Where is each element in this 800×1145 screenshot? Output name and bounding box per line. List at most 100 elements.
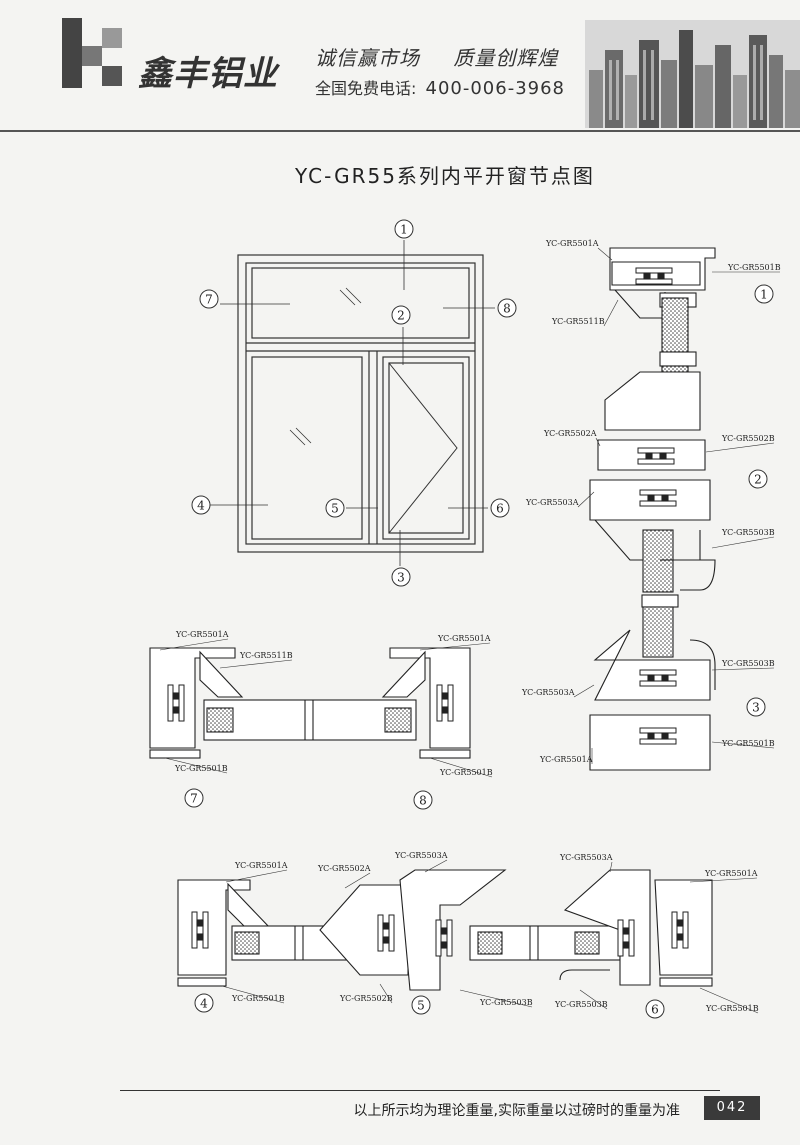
detail-callout-2: 2 (748, 469, 768, 489)
catalog-header: 鑫丰铝业 诚信赢市场 质量创辉煌 全国免费电话: 400-006-3968 (0, 0, 800, 132)
slogan: 诚信赢市场 质量创辉煌 (315, 42, 584, 71)
svg-text:YC-GR5501B: YC-GR5501B (439, 768, 493, 777)
svg-text:YC-GR5501B: YC-GR5501B (705, 1004, 759, 1013)
svg-text:5: 5 (417, 999, 425, 1013)
part-label-d7-5501b: YC-GR5501B (164, 757, 228, 774)
svg-text:YC-GR5501B: YC-GR5501B (174, 764, 228, 773)
part-label-d1-5501a: YC-GR5501A (545, 239, 613, 261)
svg-text:YC-GR5501A: YC-GR5501A (539, 755, 593, 764)
svg-text:2: 2 (397, 309, 405, 323)
svg-text:YC-GR5501A: YC-GR5501A (704, 869, 758, 878)
part-label-d7-5511b: YC-GR5511B (219, 651, 293, 669)
svg-text:YC-GR5503B: YC-GR5503B (554, 1000, 608, 1009)
elevation-callout-1: 1 (394, 219, 414, 239)
hotline-label: 全国免费电话: (315, 79, 417, 98)
section-detail-4-5-6 (177, 869, 713, 991)
svg-text:YC-GR5501B: YC-GR5501B (727, 263, 781, 272)
slogan-part-1: 诚信赢市场 (315, 46, 420, 70)
elevation-callout-7: 7 (199, 289, 219, 309)
svg-text:YC-GR5501B: YC-GR5501B (721, 739, 775, 748)
part-label-d2-5502a: YC-GR5502A (543, 429, 601, 447)
svg-text:YC-GR5501A: YC-GR5501A (175, 630, 229, 639)
part-label-d1-5501b: YC-GR5501B (712, 263, 781, 273)
hotline-number: 400-006-3968 (425, 78, 566, 99)
svg-text:YC-GR5503A: YC-GR5503A (394, 851, 448, 860)
elevation-callout-8: 8 (497, 298, 517, 318)
part-label-d6-5501a: YC-GR5501A (689, 869, 758, 883)
part-label-d8-5501a: YC-GR5501A (419, 634, 491, 651)
svg-text:YC-GR5501A: YC-GR5501A (545, 239, 599, 248)
svg-text:YC-GR5503B: YC-GR5503B (721, 659, 775, 668)
svg-text:YC-GR5511B: YC-GR5511B (239, 651, 293, 660)
page-title: YC-GR55系列内平开窗节点图 (295, 164, 595, 188)
part-label-d4-5501a: YC-GR5501A (225, 861, 288, 883)
slogan-part-2: 质量创辉煌 (453, 46, 559, 70)
svg-text:YC-GR5502A: YC-GR5502A (543, 429, 597, 438)
svg-text:YC-GR5511B: YC-GR5511B (551, 317, 605, 326)
svg-text:YC-GR5502A: YC-GR5502A (317, 864, 371, 873)
detail-callout-3: 3 (746, 697, 766, 717)
svg-text:5: 5 (331, 502, 339, 516)
svg-text:YC-GR5502B: YC-GR5502B (721, 434, 775, 443)
detail-callout-6: 6 (645, 999, 665, 1019)
window-elevation (210, 240, 495, 566)
svg-text:1: 1 (760, 288, 768, 302)
hotline: 全国免费电话: 400-006-3968 (315, 75, 565, 99)
elevation-callout-2: 2 (391, 305, 411, 325)
part-label-d6-5503b: YC-GR5503B (554, 989, 608, 1010)
detail-callout-8: 8 (413, 790, 433, 810)
svg-text:2: 2 (754, 473, 762, 487)
detail-callout-4: 4 (194, 993, 214, 1013)
svg-text:4: 4 (197, 499, 205, 513)
detail-callout-7: 7 (184, 788, 204, 808)
svg-text:YC-GR5503A: YC-GR5503A (525, 498, 579, 507)
svg-text:YC-GR5503A: YC-GR5503A (559, 853, 613, 862)
svg-text:4: 4 (200, 997, 208, 1011)
elevation-callout-6: 6 (490, 498, 510, 518)
section-detail-7-8 (149, 647, 471, 759)
part-label-d2-5503a: YC-GR5503A (525, 491, 595, 508)
part-label-d7-5501a: YC-GR5501A (159, 630, 229, 651)
part-label-d8-5501b: YC-GR5501B (429, 757, 493, 778)
part-label-layer: YC-GR5501A YC-GR5501B YC-GR5511B YC-GR5502A… (159, 239, 781, 1014)
page-footer: 以上所示均为理论重量,实际重量以过磅时的重量为准 042 (120, 1090, 760, 1130)
svg-text:8: 8 (503, 302, 511, 316)
part-label-d5-5503b: YC-GR5503B (459, 989, 533, 1008)
page-number: 042 (704, 1096, 760, 1120)
footer-rule (120, 1090, 720, 1091)
svg-text:YC-GR5501B: YC-GR5501B (231, 994, 285, 1003)
elevation-callout-4: 4 (191, 495, 211, 515)
svg-text:3: 3 (752, 701, 760, 715)
part-label-d6-5501b: YC-GR5501B (699, 987, 759, 1014)
part-label-d4-5501b: YC-GR5501B (221, 985, 285, 1004)
brand-name: 鑫丰铝业 (138, 54, 278, 94)
svg-text:YC-GR5501A: YC-GR5501A (234, 861, 288, 870)
part-label-d2-5502b: YC-GR5502B (705, 434, 775, 453)
part-label-d3-5501b: YC-GR5501B (711, 739, 775, 749)
svg-text:YC-GR5502B: YC-GR5502B (339, 994, 393, 1003)
svg-text:1: 1 (400, 223, 408, 237)
svg-text:6: 6 (496, 502, 504, 516)
section-vertical (589, 247, 716, 771)
svg-text:YC-GR5501A: YC-GR5501A (437, 634, 491, 643)
svg-text:YC-GR5503B: YC-GR5503B (479, 998, 533, 1007)
svg-text:3: 3 (397, 571, 405, 585)
part-label-d5-5503a: YC-GR5503A (394, 851, 448, 873)
part-label-d3-5503b: YC-GR5503B (711, 659, 775, 671)
callout-layer: 1 2 3 4 5 6 7 8 1 2 3 7 8 4 5 6 (184, 219, 774, 1019)
footer-note: 以上所示均为理论重量,实际重量以过磅时的重量为准 (353, 1103, 680, 1119)
svg-text:7: 7 (205, 293, 213, 307)
svg-text:6: 6 (651, 1003, 659, 1017)
part-label-d3-5503a: YC-GR5503A (521, 684, 595, 698)
part-label-d6-5503a: YC-GR5503A (559, 853, 613, 873)
part-label-d5-5502b: YC-GR5502B (339, 983, 393, 1004)
detail-callout-5: 5 (411, 995, 431, 1015)
city-skyline-image (585, 20, 800, 128)
part-label-d5-5502a: YC-GR5502A (317, 864, 371, 889)
svg-text:8: 8 (419, 794, 427, 808)
elevation-callout-3: 3 (391, 567, 411, 587)
part-label-d1-5511b: YC-GR5511B (551, 299, 619, 327)
svg-text:7: 7 (190, 792, 198, 806)
part-label-d2-5503b: YC-GR5503B (711, 528, 775, 549)
